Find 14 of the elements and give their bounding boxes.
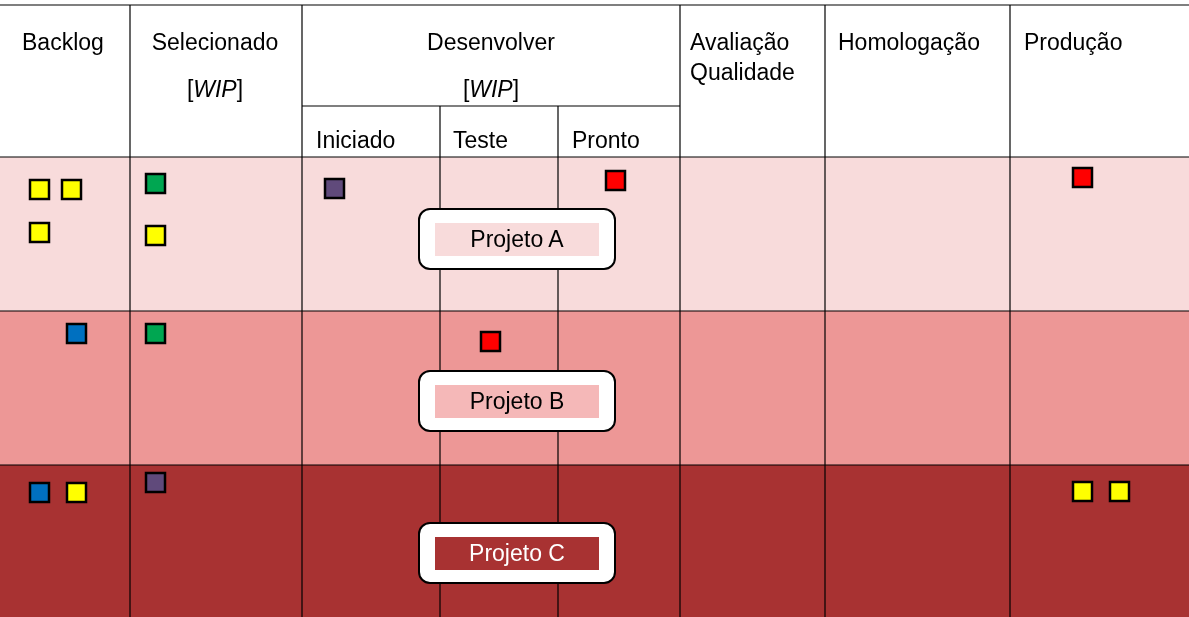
column-header: Avaliação Qualidade: [690, 28, 796, 87]
project-label-box: Projeto C: [418, 522, 616, 584]
column-header: [WIP]: [461, 75, 521, 104]
column-header: Iniciado: [316, 126, 397, 155]
column-header: Desenvolver: [426, 28, 556, 57]
project-label-box: Projeto B: [418, 370, 616, 432]
column-header: Pronto: [572, 126, 641, 155]
column-header: Selecionado: [150, 28, 280, 57]
column-header: Homologação: [838, 28, 981, 57]
column-header: Produção: [1024, 28, 1124, 57]
project-label-box: Projeto A: [418, 208, 616, 270]
column-header: [WIP]: [185, 75, 245, 104]
column-header: Teste: [453, 126, 509, 155]
column-header: Backlog: [22, 28, 105, 57]
